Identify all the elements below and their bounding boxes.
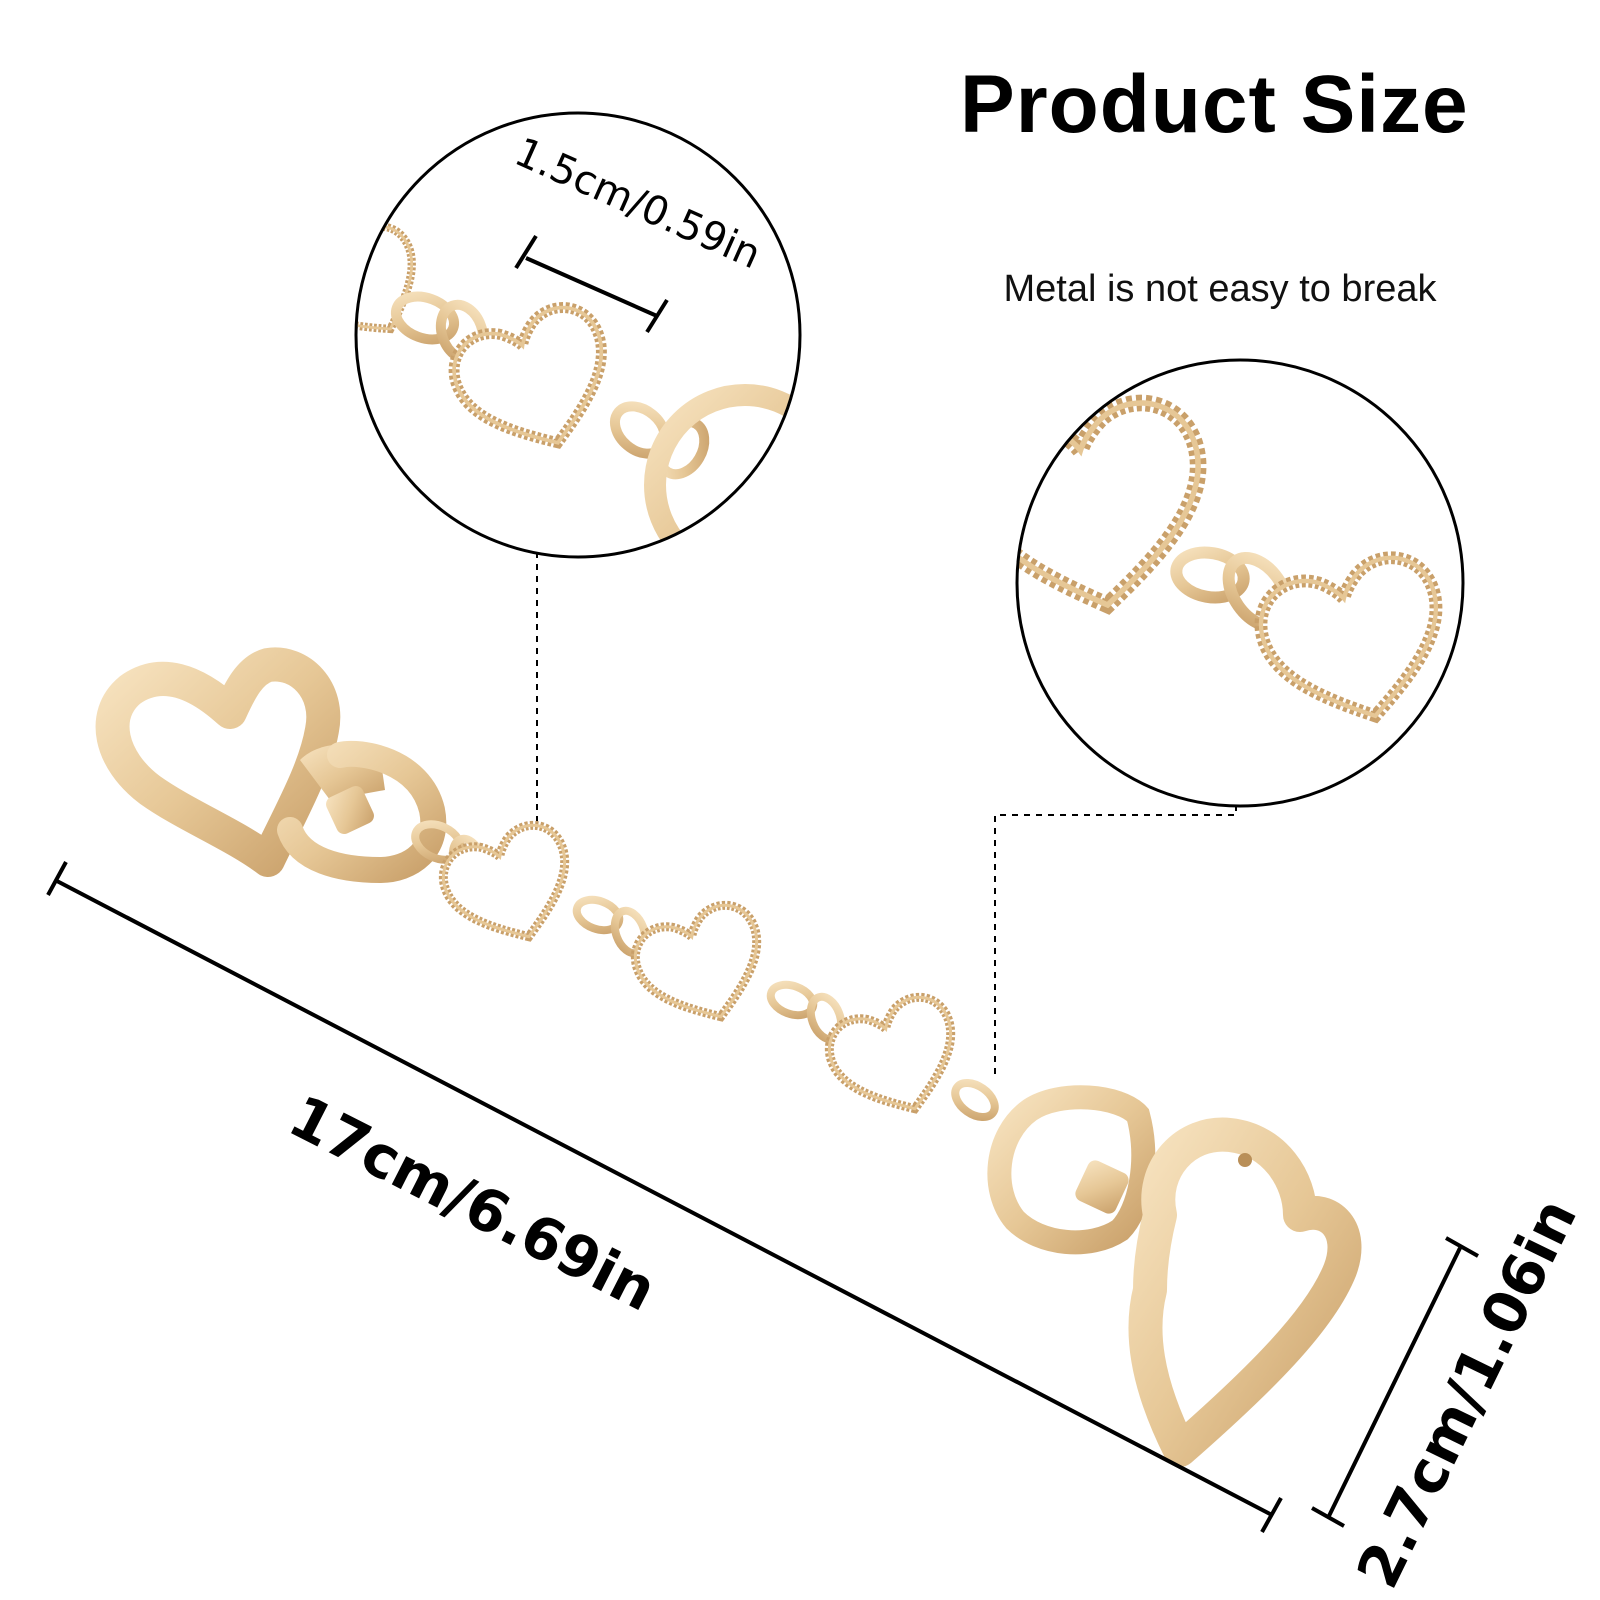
heart-charm-icon	[821, 989, 973, 1130]
page-title: Product Size	[960, 59, 1469, 150]
leader-line-right	[994, 805, 1237, 1078]
heart-clasp-icon	[95, 647, 447, 884]
total-length-label: 17cm/6.69in	[279, 1082, 667, 1325]
product	[95, 647, 1362, 1467]
feature-caption: Metal is not easy to break	[1003, 268, 1437, 310]
link-length-label: 1.5cm/0.59in	[508, 129, 768, 278]
zoom-circle-right	[1015, 358, 1465, 808]
heart-charm-icon	[627, 897, 779, 1038]
heart-clasp-icon	[987, 1085, 1362, 1467]
zoom-circle-top: 1.5cm/0.59in	[354, 111, 802, 559]
